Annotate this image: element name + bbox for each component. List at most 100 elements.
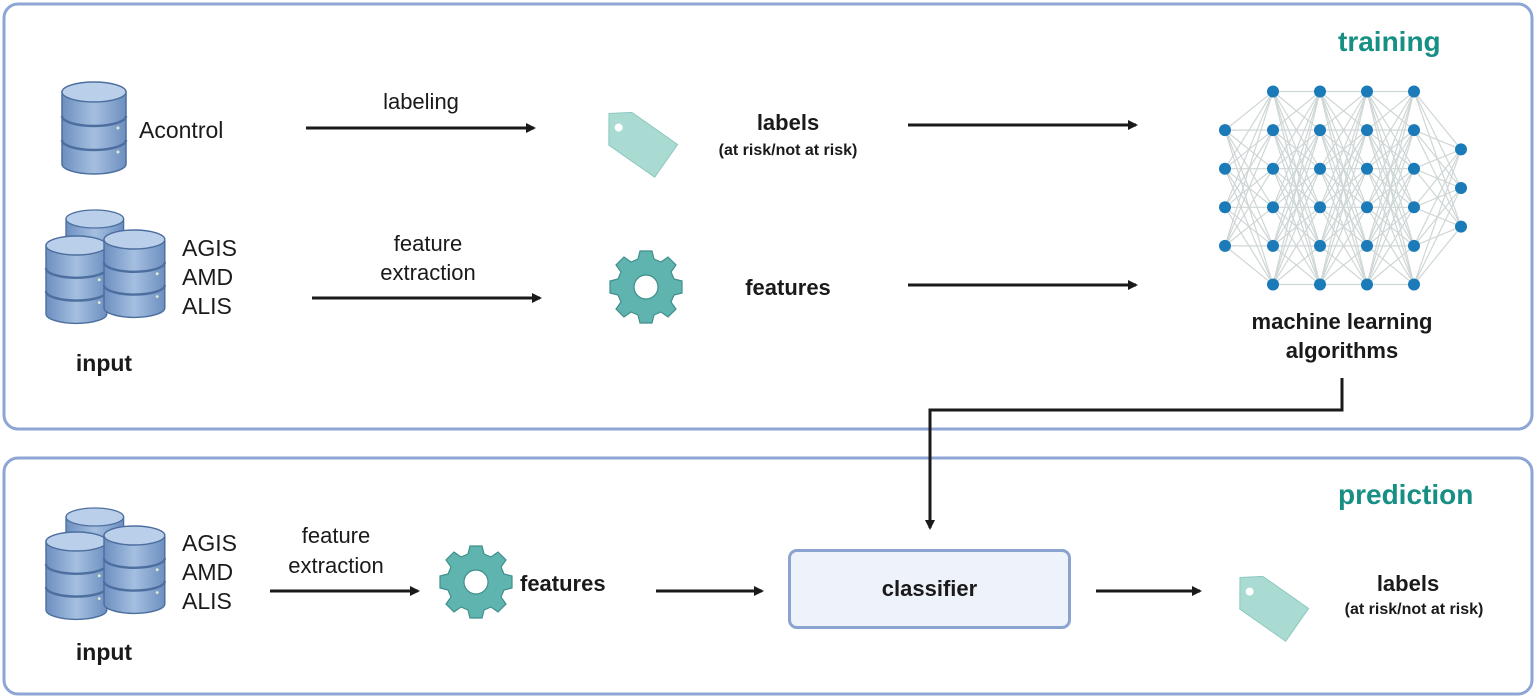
network-node — [1408, 278, 1420, 291]
ml-label-line-1: machine learning — [1251, 309, 1433, 334]
network-node — [1219, 239, 1231, 252]
network-edge — [1319, 91, 1368, 208]
prediction-database-label-1: AGIS — [182, 530, 237, 556]
prediction-labels-title: labels — [1376, 571, 1440, 596]
network-node — [1314, 278, 1326, 291]
network-edge — [1319, 168, 1368, 285]
network-node — [1267, 239, 1279, 252]
network-edge — [1319, 91, 1368, 247]
network-node — [1314, 85, 1326, 98]
features-label: features — [745, 275, 831, 300]
network-edge — [1319, 91, 1368, 285]
network-node — [1361, 162, 1373, 175]
network-edge — [1366, 91, 1415, 131]
network-edge — [1366, 91, 1415, 170]
network-node — [1314, 162, 1326, 175]
network-edge — [1272, 91, 1321, 285]
network-edge — [1272, 129, 1321, 285]
network-node — [1455, 182, 1467, 194]
network-node — [1408, 162, 1420, 175]
network-node — [1408, 124, 1420, 137]
network-edge — [1319, 245, 1368, 285]
prediction-database-label-2: AMD — [182, 559, 234, 585]
network-edge — [1413, 148, 1462, 170]
network-edge — [1413, 226, 1462, 285]
network-node — [1361, 278, 1373, 291]
network-node — [1219, 162, 1231, 175]
network-edge — [1366, 91, 1415, 247]
network-node — [1408, 201, 1420, 214]
arrow-label-labeling: labeling — [383, 89, 459, 114]
network-node — [1219, 201, 1231, 214]
database-group-label-3: ALIS — [182, 293, 232, 319]
labels-title: labels — [756, 110, 820, 135]
tag-icon — [1224, 565, 1310, 642]
network-node — [1219, 124, 1231, 137]
network-edge — [1224, 91, 1274, 170]
training-title: training — [1338, 26, 1441, 57]
arrow-label-feature-1: feature — [393, 231, 463, 256]
network-edge — [1272, 91, 1321, 170]
prediction-panel — [2, 456, 1534, 696]
network-node — [1455, 143, 1467, 156]
network-edge — [1413, 149, 1462, 247]
network-edge — [1413, 91, 1462, 150]
network-edge — [1272, 245, 1321, 285]
network-node — [1408, 239, 1420, 252]
network-node — [1267, 162, 1279, 175]
input-label: input — [75, 350, 133, 376]
network-node — [1314, 239, 1326, 252]
network-edge — [1319, 129, 1368, 285]
labels-subtitle: (at risk/not at risk) — [718, 142, 858, 159]
network-node — [1361, 124, 1373, 137]
prediction-title: prediction — [1338, 479, 1474, 510]
network-node — [1408, 85, 1420, 98]
tag-icon — [593, 101, 679, 178]
classifier-box: classifier — [788, 549, 1071, 629]
database-group-label-2: AMD — [182, 264, 234, 290]
network-edge — [1366, 129, 1415, 285]
network-edge — [1272, 168, 1321, 285]
network-node — [1361, 85, 1373, 98]
network-edge — [1366, 91, 1415, 285]
database-label: Acontrol — [139, 117, 224, 143]
prediction-arrow-label-feature-2: extraction — [288, 553, 384, 578]
gear-icon — [609, 250, 683, 324]
network-node — [1361, 239, 1373, 252]
network-node — [1361, 201, 1373, 214]
network-edge — [1413, 129, 1462, 150]
network-edge — [1413, 149, 1462, 285]
prediction-database-label-3: ALIS — [182, 588, 232, 614]
network-edge — [1413, 187, 1462, 285]
network-node — [1267, 124, 1279, 137]
database-icon — [60, 80, 128, 176]
network-edge — [1272, 91, 1321, 247]
prediction-input-label: input — [75, 639, 133, 665]
network-edge — [1224, 168, 1274, 247]
network-edge — [1224, 91, 1274, 131]
network-node — [1455, 220, 1467, 233]
network-edge — [1224, 245, 1274, 285]
network-edge — [1272, 206, 1321, 285]
network-edges — [1224, 90, 1462, 286]
prediction-arrow-label-feature-1: feature — [301, 523, 371, 548]
network-edge — [1224, 206, 1274, 247]
network-edge — [1319, 206, 1368, 285]
network-nodes — [1219, 85, 1467, 291]
network-node — [1314, 124, 1326, 137]
database-group-icon — [44, 506, 166, 621]
network-node — [1314, 201, 1326, 214]
prediction-labels-subtitle: (at risk/not at risk) — [1344, 601, 1484, 618]
network-edge — [1366, 168, 1415, 285]
network-edge — [1319, 91, 1368, 170]
network-node — [1267, 201, 1279, 214]
network-edge — [1272, 91, 1321, 131]
network-edge — [1413, 149, 1462, 208]
network-edge — [1366, 91, 1415, 208]
network-edge — [1272, 91, 1321, 208]
network-node — [1267, 278, 1279, 291]
network-node — [1267, 85, 1279, 98]
arrow-ml-to-classifier — [925, 378, 1344, 530]
